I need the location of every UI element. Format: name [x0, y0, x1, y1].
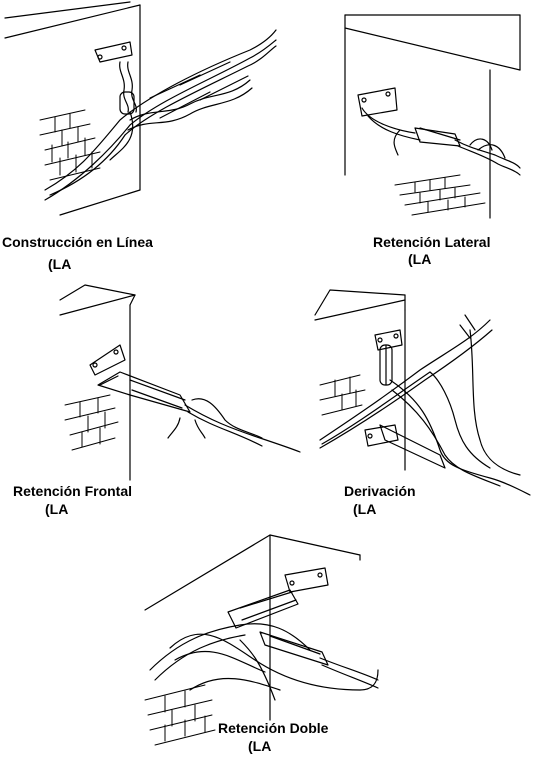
- twisted-cable: [393, 129, 521, 176]
- diagram-retencion-frontal: [59, 284, 301, 481]
- twisted-cable: [319, 314, 531, 496]
- twisted-cable: [44, 29, 277, 201]
- brick-pattern: [144, 684, 216, 746]
- suspension-clamp: [379, 344, 393, 386]
- suspension-clamp: [119, 61, 137, 115]
- wall-bracket: [89, 344, 126, 376]
- dead-end-clamp: [97, 371, 191, 413]
- dead-end-clamp: [361, 107, 461, 147]
- wall-bracket: [364, 424, 399, 447]
- brick-pattern: [394, 174, 486, 216]
- diagram-retencion-doble: [144, 534, 379, 746]
- brick-pattern: [64, 394, 119, 451]
- label-construccion-en-linea: Construcción en Línea: [2, 234, 153, 250]
- diagram-derivacion: [314, 289, 531, 496]
- wall-bracket: [374, 329, 403, 351]
- brick-pattern: [319, 374, 366, 416]
- building-wall: [4, 1, 141, 216]
- wall-bracket: [357, 87, 398, 117]
- code-retencion-lateral: (LA: [408, 251, 432, 267]
- code-derivacion: (LA: [353, 501, 377, 517]
- code-construccion-en-linea: (LA: [48, 256, 72, 272]
- label-retencion-frontal: Retención Frontal: [13, 483, 133, 499]
- wall-bracket: [284, 567, 329, 593]
- brick-pattern: [39, 109, 101, 181]
- dead-end-clamp: [227, 589, 299, 629]
- diagram-retencion-lateral: [344, 14, 521, 219]
- label-retencion-doble: Retención Doble: [218, 720, 329, 736]
- dead-end-clamp: [259, 631, 329, 666]
- code-retencion-doble: (LA: [248, 738, 272, 754]
- twisted-cable: [149, 623, 379, 701]
- wall-bracket: [94, 41, 133, 63]
- label-derivacion: Derivación: [344, 483, 416, 499]
- code-retencion-frontal: (LA: [45, 501, 69, 517]
- label-retencion-lateral: Retención Lateral: [373, 234, 491, 250]
- twisted-cable: [167, 398, 301, 453]
